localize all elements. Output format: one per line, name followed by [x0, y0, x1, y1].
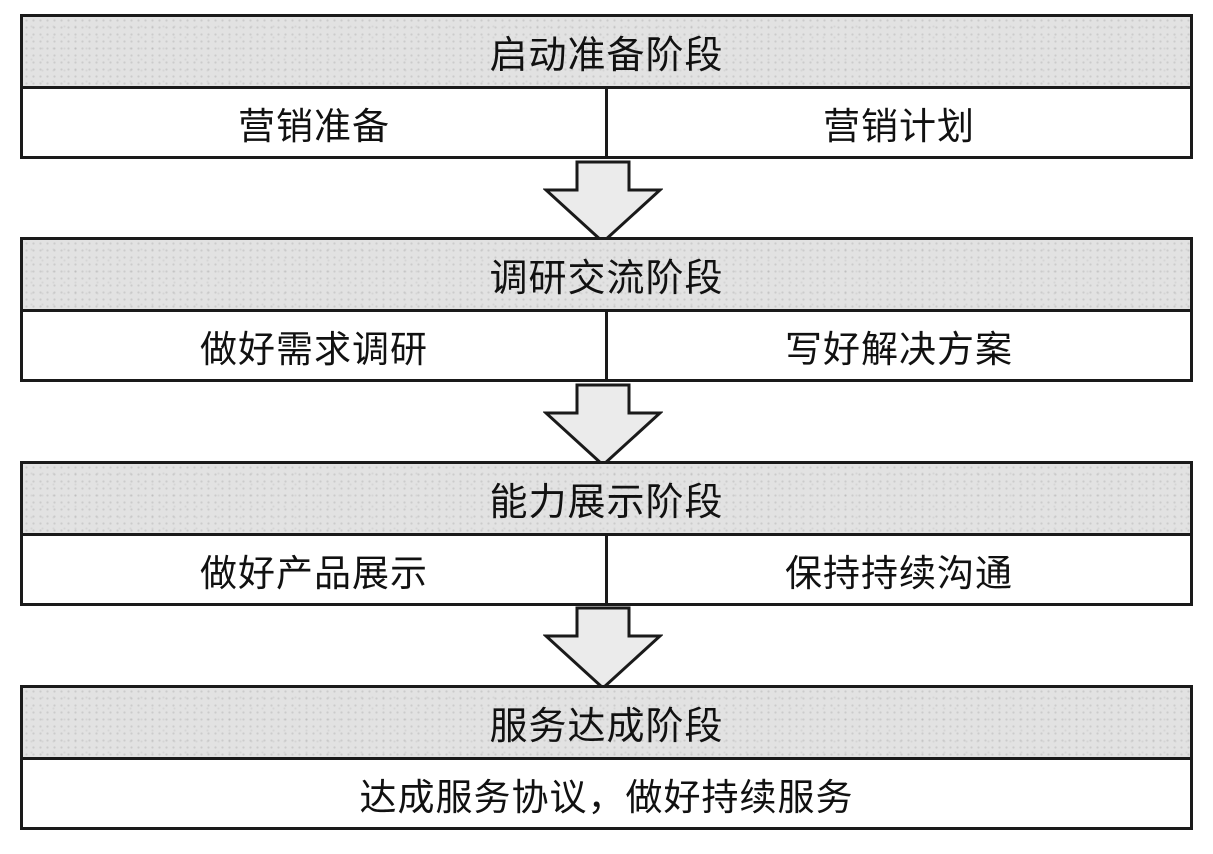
stage-1-box: 启动准备阶段 营销准备 营销计划: [20, 14, 1193, 159]
stage-3-box: 能力展示阶段 做好产品展示 保持持续沟通: [20, 461, 1193, 606]
down-arrow-icon: [543, 606, 663, 690]
stage-4-body: 达成服务协议，做好持续服务: [23, 760, 1190, 827]
stage-3-item-left: 做好产品展示: [200, 551, 428, 595]
stage-4-box: 服务达成阶段 达成服务协议，做好持续服务: [20, 685, 1193, 830]
stage-3-body: 做好产品展示 保持持续沟通: [23, 536, 1190, 603]
down-arrow-icon: [543, 383, 663, 467]
stage-2-item-left: 做好需求调研: [200, 327, 428, 371]
stage-1-title: 启动准备阶段: [23, 17, 1190, 89]
down-arrow-icon: [543, 160, 663, 244]
stage-2-item-right: 写好解决方案: [605, 312, 1190, 379]
stage-4-item: 达成服务协议，做好持续服务: [359, 775, 854, 819]
stage-1-item-left: 营销准备: [238, 104, 390, 148]
stage-2-body: 做好需求调研 写好解决方案: [23, 312, 1190, 379]
stage-3-item-right: 保持持续沟通: [605, 536, 1190, 603]
stage-2-title: 调研交流阶段: [23, 240, 1190, 312]
stage-1-body: 营销准备 营销计划: [23, 89, 1190, 156]
stage-4-title: 服务达成阶段: [23, 688, 1190, 760]
stage-1-item-right: 营销计划: [605, 89, 1190, 156]
stage-2-box: 调研交流阶段 做好需求调研 写好解决方案: [20, 237, 1193, 382]
stage-3-title: 能力展示阶段: [23, 464, 1190, 536]
